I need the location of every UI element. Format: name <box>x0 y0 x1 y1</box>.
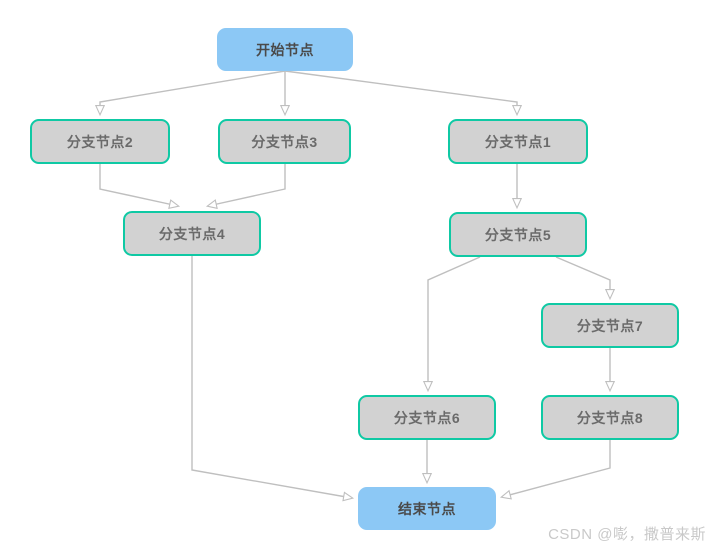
node-label: 分支节点6 <box>393 409 461 426</box>
edge-start-b1 <box>284 70 517 114</box>
node-b4[interactable]: 分支节点4 <box>123 211 261 256</box>
node-b5[interactable]: 分支节点5 <box>449 212 587 257</box>
node-label: 分支节点1 <box>484 133 552 150</box>
node-label: 分支节点8 <box>576 409 644 426</box>
node-label: 分支节点2 <box>66 133 134 150</box>
edge-start-b2 <box>100 70 286 114</box>
node-b6[interactable]: 分支节点6 <box>358 395 496 440</box>
edge-b3-b4 <box>208 164 286 206</box>
node-label: 分支节点5 <box>484 226 552 243</box>
node-label: 分支节点3 <box>251 133 318 150</box>
node-label: 结束节点 <box>398 500 456 517</box>
edge-b8-end <box>502 440 611 497</box>
node-b3[interactable]: 分支节点3 <box>218 119 351 164</box>
node-b1[interactable]: 分支节点1 <box>448 119 588 164</box>
node-b8[interactable]: 分支节点8 <box>541 395 679 440</box>
node-start[interactable]: 开始节点 <box>217 28 353 71</box>
node-b7[interactable]: 分支节点7 <box>541 303 679 348</box>
node-label: 分支节点7 <box>576 317 644 334</box>
node-label: 分支节点4 <box>158 225 226 242</box>
node-label: 开始节点 <box>256 41 314 58</box>
edge-b5-b6 <box>428 256 481 390</box>
edge-b2-b4 <box>99 164 178 206</box>
edge-b5-b7 <box>555 256 610 298</box>
watermark-label: CSDN @嘭，撒普来斯 <box>548 526 706 543</box>
node-b2[interactable]: 分支节点2 <box>30 119 170 164</box>
node-end[interactable]: 结束节点 <box>358 487 496 530</box>
edge-b4-end <box>191 256 352 498</box>
